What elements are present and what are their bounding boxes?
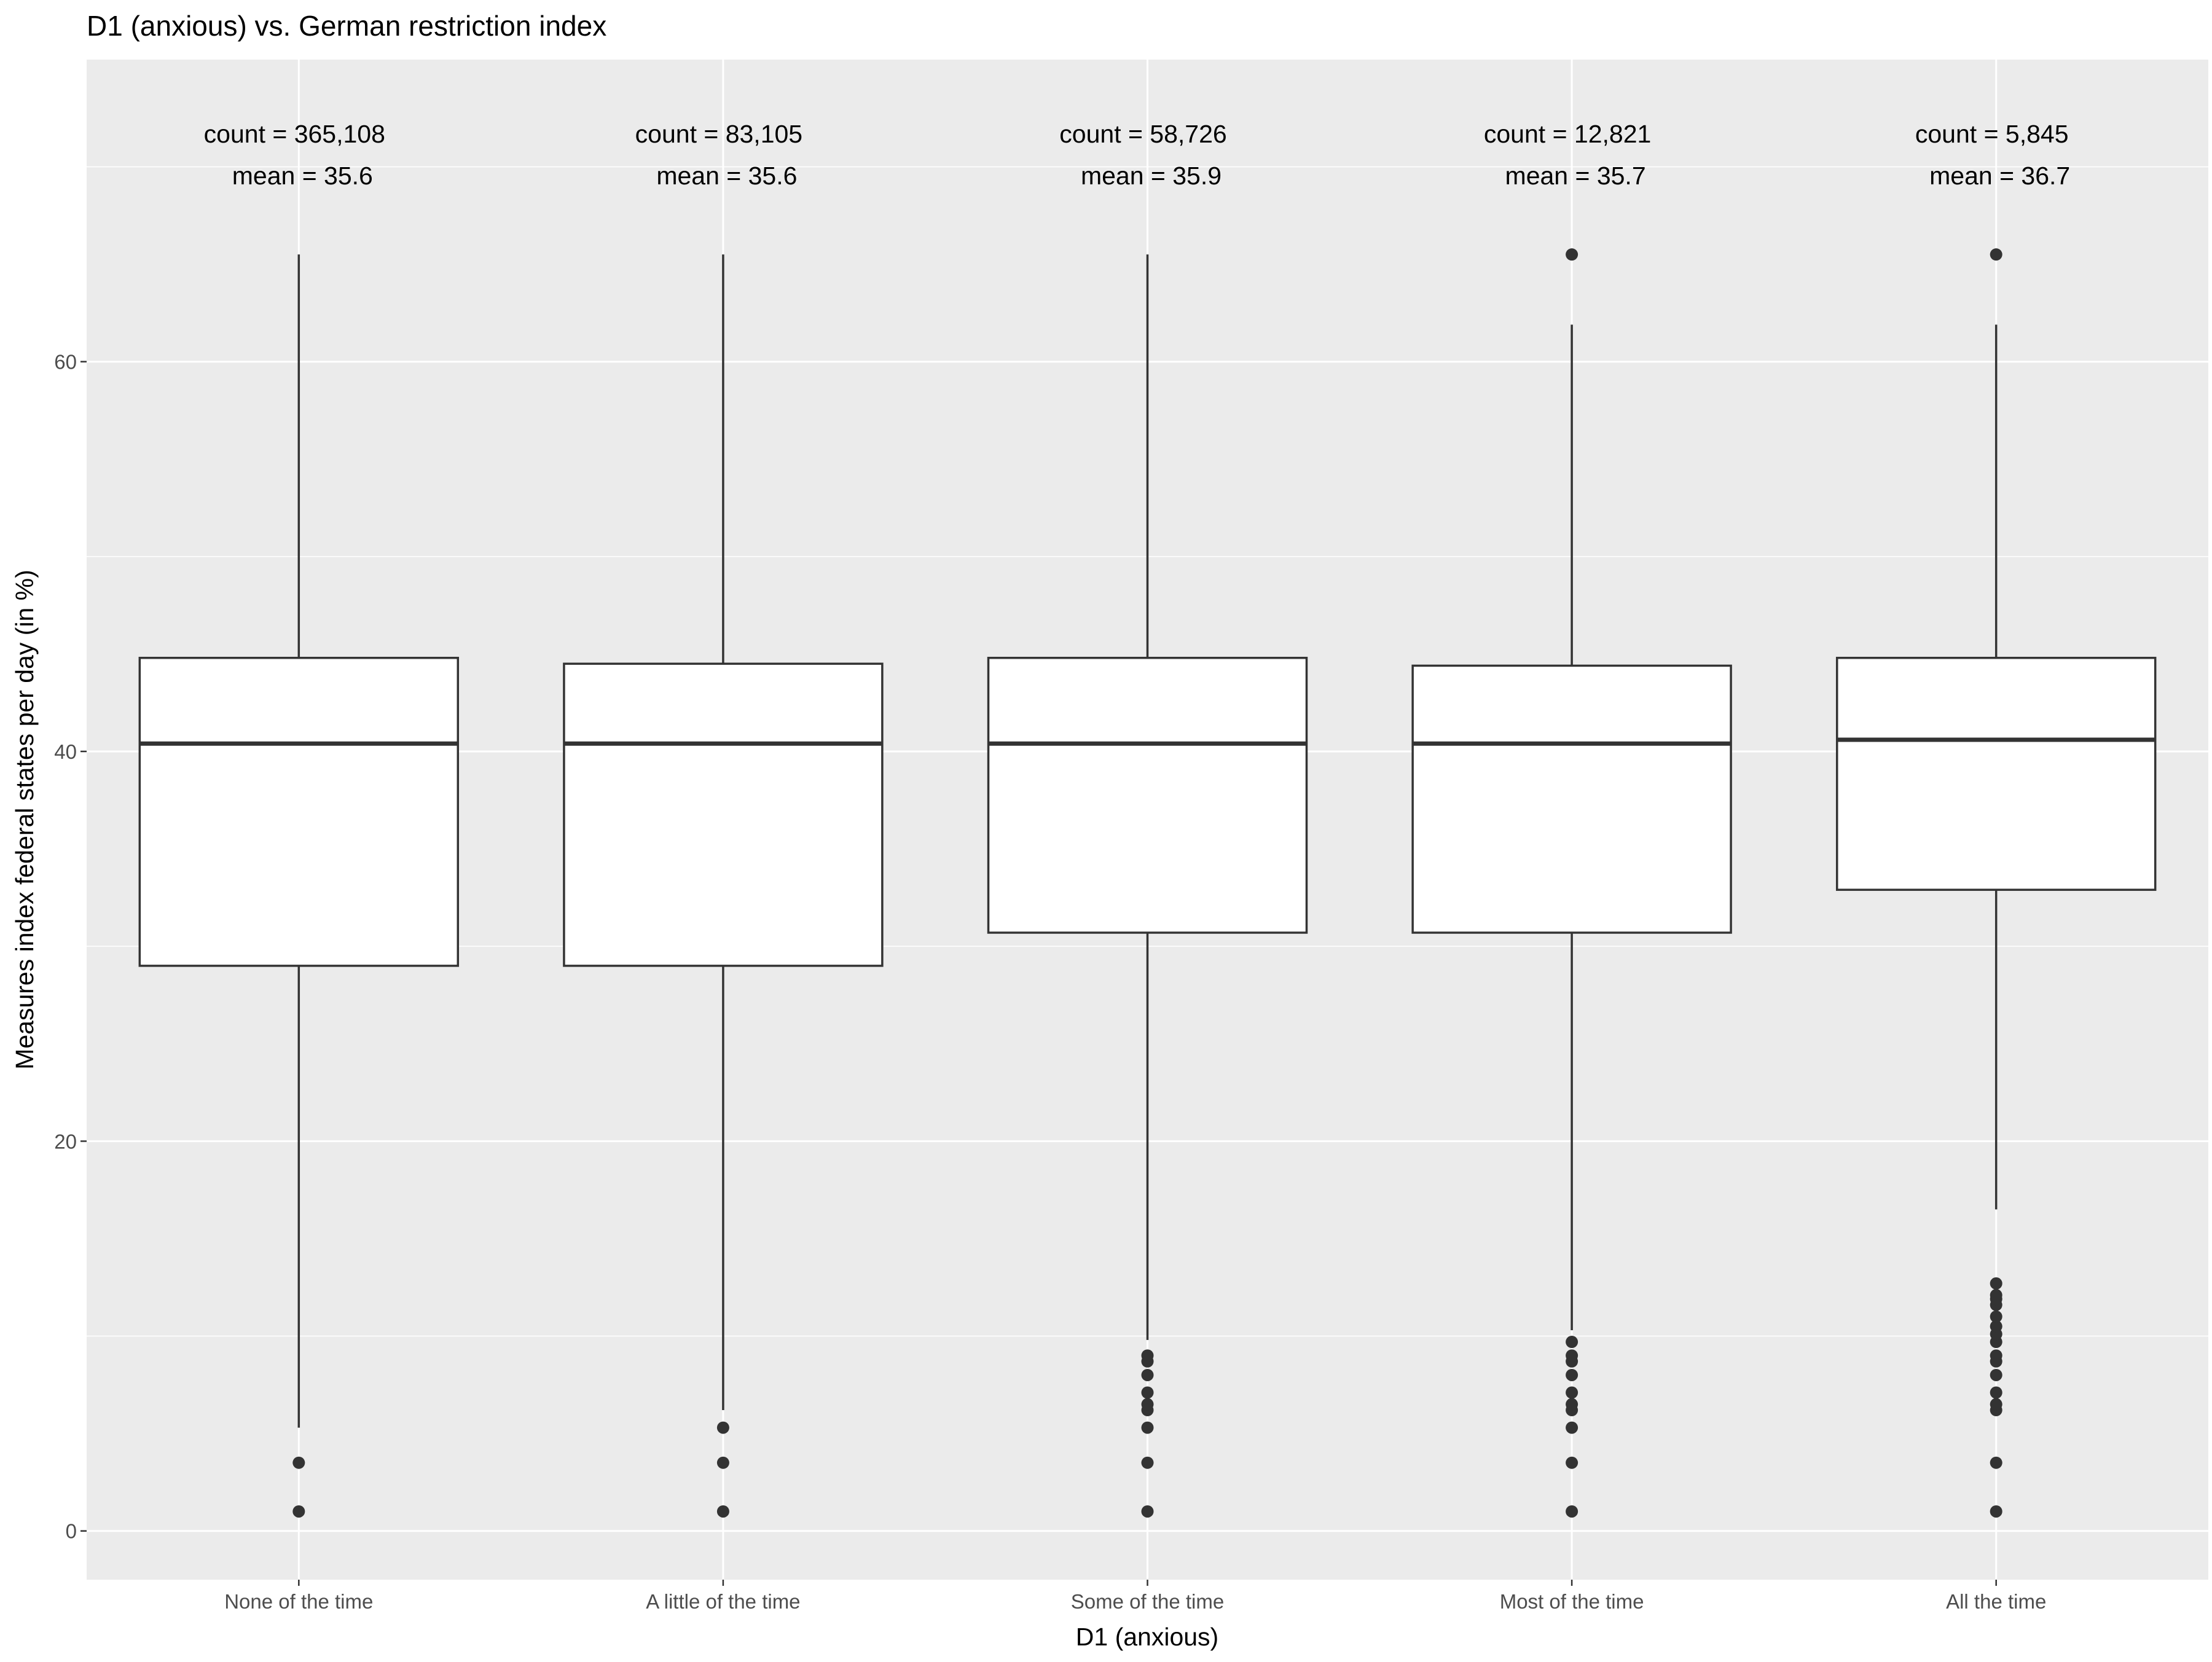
outlier-point: [292, 1456, 305, 1469]
outlier-point: [1990, 248, 2002, 261]
outlier-point: [1566, 1349, 1579, 1362]
outlier-point: [1990, 1277, 2002, 1290]
outlier-point: [1566, 248, 1579, 261]
count-label: count = 12,821: [1484, 120, 1651, 148]
count-label: count = 365,108: [204, 120, 385, 148]
box-group: [987, 254, 1308, 1518]
box-iqr: [1835, 656, 2157, 891]
y-axis-title: Measures index federal states per day (i…: [10, 570, 39, 1070]
y-tick-label: 0: [66, 1520, 77, 1543]
mean-label: mean = 35.6: [656, 162, 797, 190]
outlier-point: [1566, 1456, 1579, 1469]
outlier-point: [1141, 1398, 1154, 1411]
outlier-point: [1990, 1456, 2002, 1469]
x-tick-label: Most of the time: [1500, 1590, 1644, 1613]
x-tick-label: All the time: [1946, 1590, 2046, 1613]
mean-label: mean = 36.7: [1929, 162, 2070, 190]
x-tick-label: A little of the time: [646, 1590, 800, 1613]
outlier-point: [1141, 1349, 1154, 1362]
outlier-point: [1566, 1368, 1579, 1381]
count-label: count = 58,726: [1059, 120, 1226, 148]
box-group: [1411, 248, 1732, 1518]
outlier-point: [1990, 1310, 2002, 1323]
outlier-point: [1566, 1336, 1579, 1349]
mean-label: mean = 35.9: [1081, 162, 1222, 190]
x-axis-title: D1 (anxious): [1076, 1623, 1218, 1651]
chart-title: D1 (anxious) vs. German restriction inde…: [87, 10, 606, 42]
outlier-point: [1990, 1398, 2002, 1411]
box-iqr: [987, 656, 1308, 934]
y-tick-label: 60: [54, 351, 77, 374]
outlier-point: [1566, 1505, 1579, 1518]
outlier-point: [292, 1505, 305, 1518]
outlier-point: [1990, 1386, 2002, 1399]
outlier-point: [1566, 1421, 1579, 1434]
x-tick-label: Some of the time: [1071, 1590, 1224, 1613]
outlier-point: [716, 1421, 729, 1434]
outlier-point: [716, 1456, 729, 1469]
outlier-point: [1990, 1368, 2002, 1381]
y-tick-label: 20: [54, 1130, 77, 1153]
y-tick-label: 40: [54, 740, 77, 763]
box-group: [1835, 248, 2157, 1518]
outlier-point: [1990, 1349, 2002, 1362]
outlier-point: [1990, 1320, 2002, 1333]
mean-label: mean = 35.7: [1505, 162, 1646, 190]
box-iqr: [138, 656, 460, 967]
outlier-point: [1566, 1386, 1579, 1399]
box-iqr: [1411, 664, 1732, 934]
boxes: [138, 248, 2157, 1518]
outlier-point: [716, 1505, 729, 1518]
count-label: count = 5,845: [1915, 120, 2069, 148]
outlier-point: [1566, 1398, 1579, 1411]
mean-label: mean = 35.6: [232, 162, 373, 190]
box-group: [138, 254, 460, 1518]
box-group: [563, 254, 884, 1518]
x-tick-label: None of the time: [224, 1590, 373, 1613]
box-iqr: [563, 662, 884, 967]
box-annotations: count = 365,108 mean = 35.6 count = 83,105…: [204, 120, 2071, 190]
outlier-point: [1990, 1288, 2002, 1301]
outlier-point: [1141, 1456, 1154, 1469]
outlier-point: [1990, 1505, 2002, 1518]
count-label: count = 83,105: [635, 120, 802, 148]
outlier-point: [1141, 1421, 1154, 1434]
outlier-point: [1141, 1368, 1154, 1381]
outlier-point: [1141, 1505, 1154, 1518]
outlier-point: [1141, 1386, 1154, 1399]
